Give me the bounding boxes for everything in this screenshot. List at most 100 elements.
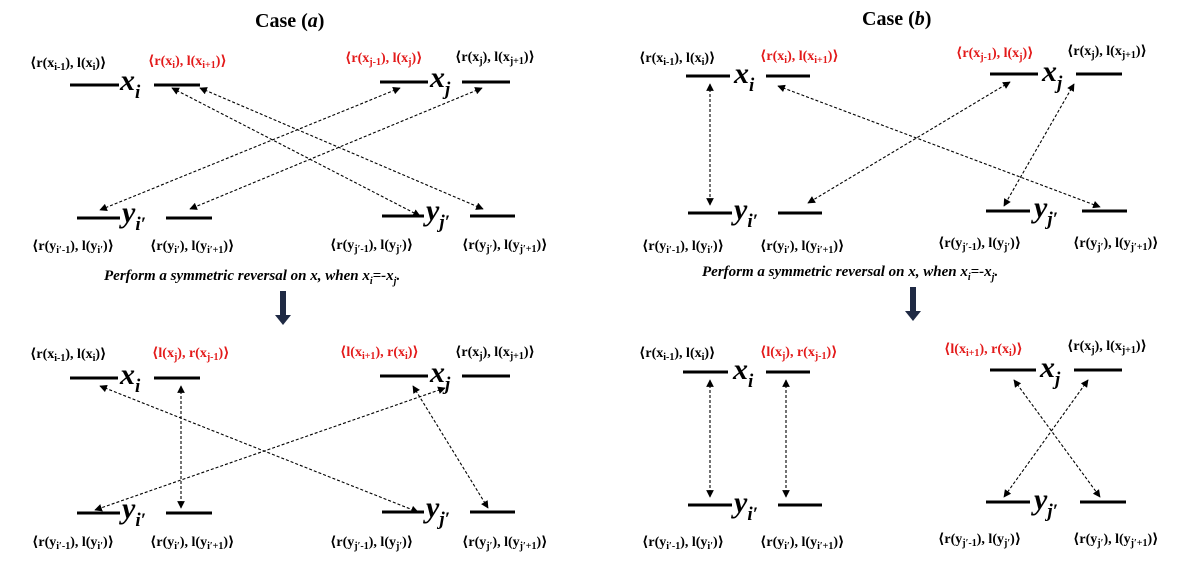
a2-lbl-l-xi1: ⟨l(xi+1), r(xi)⟩ — [340, 345, 419, 362]
b1-node-xj: xj — [1042, 55, 1063, 95]
caption-end: . — [396, 268, 401, 284]
title-suffix: ) — [924, 8, 932, 30]
caption-sub: i — [967, 272, 971, 283]
a1-node-yj: yj′ — [426, 196, 450, 234]
a2-lbl-l-xj: ⟨l(xj), r(xj-1)⟩ — [152, 346, 230, 363]
node-base: x — [430, 356, 445, 389]
a2-node-xi: xi — [120, 358, 141, 398]
case-b-down-arrow — [905, 287, 921, 321]
a1-lbl-r-yj1: ⟨r(yj′-1), l(yj′)⟩ — [330, 238, 414, 255]
a2-arrow-xi-yj — [99, 384, 419, 514]
node-base: y — [734, 193, 748, 226]
case-b-title: Case (b) — [862, 8, 931, 31]
node-sub: j — [1055, 369, 1061, 390]
title-case: b — [914, 8, 925, 30]
node-sub: i′ — [747, 211, 758, 232]
a2-node-yj: yj′ — [426, 491, 450, 531]
b2-lbl-r-yj1: ⟨r(yj′-1), l(yj′)⟩ — [938, 532, 1022, 549]
b1-arrow-xi-yj — [777, 84, 1101, 209]
title-prefix: Case ( — [255, 10, 308, 32]
node-sub: j′ — [1047, 501, 1058, 522]
a1-lbl-r-xi: ⟨r(xi), l(xi+1)⟩ — [148, 54, 227, 71]
b1-lbl-r-xj1: ⟨r(xj-1), l(xj)⟩ — [956, 46, 1034, 63]
b2-lbl-l-xj: ⟨l(xj), r(xj-1)⟩ — [760, 345, 838, 362]
node-base: y — [122, 196, 136, 229]
caption-sub: i — [369, 276, 373, 287]
b1-node-yi: yi′ — [734, 193, 758, 233]
b1-arrow-xj-yi — [807, 81, 1011, 204]
a2-node-xj: xj — [430, 356, 451, 396]
node-sub: j′ — [1047, 209, 1058, 230]
node-base: x — [120, 358, 135, 391]
a1-lbl-r-xi1: ⟨r(xi-1), l(xi)⟩ — [30, 56, 107, 73]
b2-node-yj: yj′ — [1034, 483, 1058, 523]
b2-node-xj: xj — [1040, 351, 1061, 391]
node-sub: i — [749, 75, 755, 96]
a2-lbl-r-yi1: ⟨r(yi′-1), l(yi′)⟩ — [32, 535, 115, 552]
b1-lbl-r-yj1: ⟨r(yj′-1), l(yj′)⟩ — [938, 236, 1022, 253]
node-sub: j′ — [439, 212, 450, 233]
node-sub: j — [445, 79, 451, 100]
caption-tail: =-x — [372, 268, 394, 284]
b1-lbl-r-xi1: ⟨r(xi-1), l(xi)⟩ — [639, 51, 716, 68]
node-base: x — [733, 353, 748, 386]
node-base: y — [122, 492, 136, 525]
case-a-caption: Perform a symmetric reversal on x, when … — [104, 268, 401, 287]
a1-lbl-r-xj: ⟨r(xj), l(xj+1)⟩ — [455, 50, 535, 67]
b2-arrow-xj-yj1 — [1013, 379, 1101, 498]
b2-lbl-l-xi1: ⟨l(xi+1), r(xi)⟩ — [944, 342, 1023, 359]
a2-node-yi: yi′ — [122, 492, 146, 532]
b1-lbl-r-yi: ⟨r(yi′), l(yi′+1)⟩ — [760, 239, 845, 256]
b1-node-xi: xi — [734, 57, 755, 97]
b2-lbl-r-xi1: ⟨r(xi-1), l(xi)⟩ — [639, 346, 716, 363]
a2-lbl-r-yi: ⟨r(yi′), l(yi′+1)⟩ — [150, 535, 235, 552]
caption-sub2: j — [991, 272, 995, 283]
case-a-down-arrow — [275, 291, 291, 325]
node-base: x — [430, 61, 445, 94]
a1-arrow-xi-yjr — [199, 87, 484, 210]
caption-text: Perform a symmetric reversal on x, when … — [104, 268, 370, 284]
a2-lbl-r-xj: ⟨r(xj), l(xj+1)⟩ — [455, 345, 535, 362]
node-sub: i′ — [747, 504, 758, 525]
a2-lbl-r-xi1: ⟨r(xi-1), l(xi)⟩ — [30, 347, 107, 364]
node-base: x — [1040, 351, 1055, 384]
node-base: y — [1034, 483, 1048, 516]
node-sub: j — [1057, 73, 1063, 94]
b2-arrow-xj-yj2 — [1003, 379, 1089, 498]
node-base: y — [734, 486, 748, 519]
a1-node-xj: xj — [430, 61, 451, 101]
a1-node-yi: yi′ — [122, 196, 146, 236]
node-sub: i′ — [135, 510, 146, 531]
node-sub: i′ — [135, 214, 146, 235]
b1-lbl-r-yi1: ⟨r(yi′-1), l(yi′)⟩ — [642, 239, 725, 256]
b2-node-xi: xi — [733, 353, 754, 393]
node-base: x — [1042, 55, 1057, 88]
node-base: y — [1034, 191, 1048, 224]
a1-arrow-xj-yir — [189, 87, 483, 210]
a1-lbl-r-yi: ⟨r(yi′), l(yi′+1)⟩ — [150, 239, 235, 256]
case-b-caption: Perform a symmetric reversal on x, when … — [702, 264, 998, 283]
b1-lbl-r-yj: ⟨r(yj′), l(yj′+1)⟩ — [1073, 236, 1159, 253]
a1-lbl-r-yi1: ⟨r(yi′-1), l(yi′)⟩ — [32, 239, 115, 256]
node-sub: j′ — [439, 509, 450, 530]
caption-text: Perform a symmetric reversal on x, when … — [702, 264, 968, 280]
node-sub: i — [135, 376, 141, 397]
a2-arrow-xj-yj — [412, 385, 489, 509]
b1-arrow-xj-yj — [1003, 83, 1075, 207]
caption-sub2: j — [393, 276, 397, 287]
node-base: x — [734, 57, 749, 90]
caption-tail: =-x — [970, 264, 992, 280]
node-sub: i — [748, 371, 754, 392]
node-base: y — [426, 491, 440, 524]
node-sub: i — [135, 82, 141, 103]
b2-lbl-r-yi: ⟨r(yi′), l(yi′+1)⟩ — [760, 535, 845, 552]
node-sub: j — [445, 374, 451, 395]
a1-node-xi: xi — [120, 66, 141, 104]
title-prefix: Case ( — [862, 8, 915, 30]
a2-lbl-r-yj1: ⟨r(yj′-1), l(yj′)⟩ — [330, 535, 414, 552]
a1-lbl-r-xj1: ⟨r(xj-1), l(xj)⟩ — [345, 51, 423, 68]
a1-arrow-xi-yj — [171, 87, 421, 217]
b2-node-yi: yi′ — [734, 486, 758, 526]
